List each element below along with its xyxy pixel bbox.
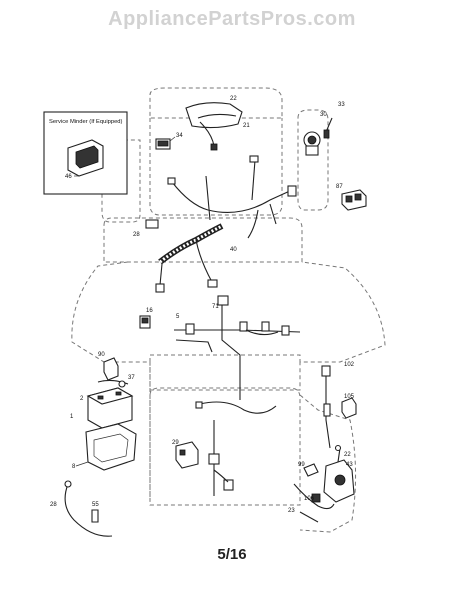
callout-106: 106 [304,496,315,502]
connector-87: 87 [336,184,367,211]
starter-area: 22 43 99 106 23 [288,444,355,523]
ignition-switch: 30 33 [303,102,345,156]
callout-28-bottom: 28 [50,502,57,508]
fuse-holder-16: 16 [139,308,153,329]
callout-105: 105 [344,394,355,400]
callout-5: 5 [176,314,180,320]
seat-switch-harness: 22 21 [185,96,250,151]
callout-22-bottom: 22 [344,452,351,458]
callout-30: 30 [320,112,327,118]
callout-71: 71 [212,304,219,310]
battery-assembly: 37 2 1 8 [70,375,137,471]
callout-23: 23 [288,508,295,514]
callout-46: 46 [65,174,72,180]
solenoid-29: 29 [172,401,277,496]
page-number: 5/16 [217,546,247,563]
callout-34: 34 [176,133,183,139]
callout-2: 2 [80,396,84,402]
switch-34: 34 [155,133,183,150]
battery-cable: 28 55 [50,480,113,537]
callout-1: 1 [70,414,74,420]
callout-87: 87 [336,184,343,190]
callout-22: 22 [230,96,237,102]
callout-21: 21 [243,123,250,129]
callout-55: 55 [92,502,99,508]
relay-90: 90 [98,352,119,381]
callout-40: 40 [230,247,237,253]
callout-28-top: 28 [133,232,140,238]
callout-8: 8 [72,464,76,470]
main-harness-40: 40 [155,223,237,293]
harness-102: 102 105 [321,362,357,449]
callout-37: 37 [128,375,135,381]
callout-102: 102 [344,362,355,368]
inset-title: Service Minder (If Equipped) [49,119,123,125]
callout-33: 33 [338,102,345,108]
callout-43: 43 [346,462,353,468]
watermark: AppliancePartsPros.com [108,8,356,30]
connector-28: 28 [133,219,159,238]
service-minder-inset: Service Minder (If Equipped) 46 [43,111,128,195]
callout-29: 29 [172,440,179,446]
center-harness-71: 71 5 [174,295,301,400]
callout-90: 90 [98,352,105,358]
upper-harness [167,155,297,239]
callout-99: 99 [298,462,305,468]
callout-16: 16 [146,308,153,314]
chassis-outline [71,87,386,533]
